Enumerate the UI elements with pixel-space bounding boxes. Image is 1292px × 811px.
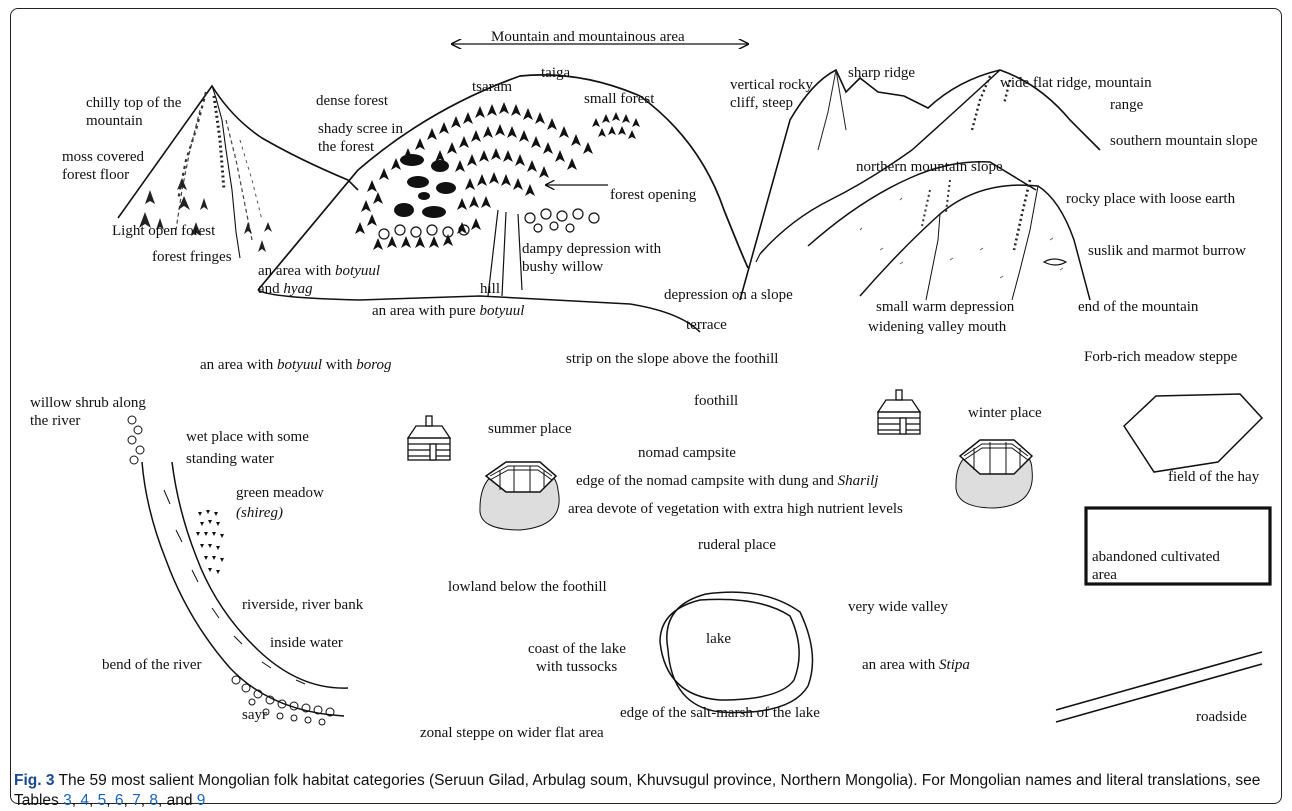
label-lake: lake [706,630,731,648]
label-small-warm: small warm depression [876,298,1014,316]
label-vertical-cliff-1: vertical rocky [730,76,813,94]
label-wide-flat-2: range [1110,96,1143,114]
label-coast-lake-2: with tussocks [536,658,617,676]
label-small-forest: small forest [584,90,654,108]
label-shady-scree-2: the forest [318,138,374,156]
label-ruderal: ruderal place [698,536,776,554]
label-mountain-area: Mountain and mountainous area [491,28,685,46]
winter-place-drawing [878,390,920,434]
label-wide-flat-1: wide flat ridge, mountain [1000,74,1152,92]
caption-fig-label: Fig. 3 [14,772,54,789]
label-botyuul-hyag: an area with botyuul [258,262,380,280]
green-meadow-drawing [196,510,224,574]
label-zonal-steppe: zonal steppe on wider flat area [420,724,604,742]
table-ref-7[interactable]: 7 [132,792,141,809]
label-shady-scree-1: shady scree in [318,120,403,138]
summer-pen-drawing [480,462,559,530]
label-riverside: riverside, river bank [242,596,363,614]
label-foothill: foothill [694,392,738,410]
label-light-open-forest: Light open forest [112,222,215,240]
table-ref-4[interactable]: 4 [80,792,89,809]
label-green-meadow-1: green meadow [236,484,324,502]
label-tsaram: tsaram [472,78,512,96]
table-ref-8[interactable]: 8 [149,792,158,809]
label-forb-meadow: Forb-rich meadow steppe [1084,348,1237,366]
ridge-mountains-drawing [740,70,1100,300]
habitat-illustration [0,0,1292,765]
label-coast-lake-1: coast of the lake [528,640,626,658]
label-wet-place-2: standing water [186,450,274,468]
label-field-hay: field of the hay [1168,468,1259,486]
label-vertical-cliff-2: cliff, steep [730,94,793,112]
label-willow-2: the river [30,412,80,430]
label-botyuul-borog: an area with botyuul with borog [200,356,392,374]
winter-pen-drawing [956,440,1032,508]
label-taiga: taiga [541,64,570,82]
label-very-wide-valley: very wide valley [848,598,948,616]
label-area-devote: area devote of vegetation with extra hig… [568,500,903,518]
label-abandoned-1: abandoned cultivated [1092,548,1220,566]
label-roadside: roadside [1196,708,1247,726]
summer-place-drawing [408,416,450,460]
label-summer-place: summer place [488,420,572,438]
label-dampy-1: dampy depression with [522,240,661,258]
label-wet-place-1: wet place with some [186,428,309,446]
label-terrace: terrace [686,316,727,334]
figure-caption: Fig. 3 The 59 most salient Mongolian fol… [14,771,1278,811]
table-ref-9[interactable]: 9 [197,792,206,809]
label-edge-campsite: edge of the nomad campsite with dung and… [576,472,878,490]
label-strip-slope: strip on the slope above the foothill [566,350,778,368]
label-lowland: lowland below the foothill [448,578,607,596]
label-northern-slope: northern mountain slope [856,158,1003,176]
label-abandoned-2: area [1092,566,1117,584]
label-rocky-loose: rocky place with loose earth [1066,190,1235,208]
label-suslik: suslik and marmot burrow [1088,242,1246,260]
label-stipa: an area with Stipa [862,656,970,674]
label-salt-marsh: edge of the salt-marsh of the lake [620,704,820,722]
label-southern-slope: southern mountain slope [1110,132,1257,150]
hay-field-drawing [1124,394,1262,472]
table-ref-6[interactable]: 6 [115,792,124,809]
label-pure-botyuul: an area with pure botyuul [372,302,524,320]
label-moss-1: moss covered [62,148,144,166]
label-chilly-top-1: chilly top of the [86,94,181,112]
label-sayr: sayr [242,706,267,724]
label-botyuul-hyag-2: and hyag [258,280,313,298]
label-nomad-campsite: nomad campsite [638,444,736,462]
label-dense-forest: dense forest [316,92,388,110]
label-green-meadow-2: (shireg) [236,504,283,522]
label-sharp-ridge: sharp ridge [848,64,915,82]
label-winter-place: winter place [968,404,1042,422]
label-chilly-top-2: mountain [86,112,143,130]
lake-drawing [660,592,813,712]
table-ref-5[interactable]: 5 [98,792,107,809]
label-willow-1: willow shrub along [30,394,146,412]
label-inside-water: inside water [270,634,343,652]
label-moss-2: forest floor [62,166,129,184]
table-ref-3[interactable]: 3 [63,792,72,809]
label-dampy-2: bushy willow [522,258,603,276]
label-forest-opening: forest opening [610,186,696,204]
label-bend-river: bend of the river [102,656,202,674]
label-forest-fringes: forest fringes [152,248,232,266]
label-depression-slope: depression on a slope [664,286,793,304]
label-hill: hill [480,280,500,298]
label-widening-valley: widening valley mouth [868,318,1006,336]
label-end-mountain: end of the mountain [1078,298,1198,316]
